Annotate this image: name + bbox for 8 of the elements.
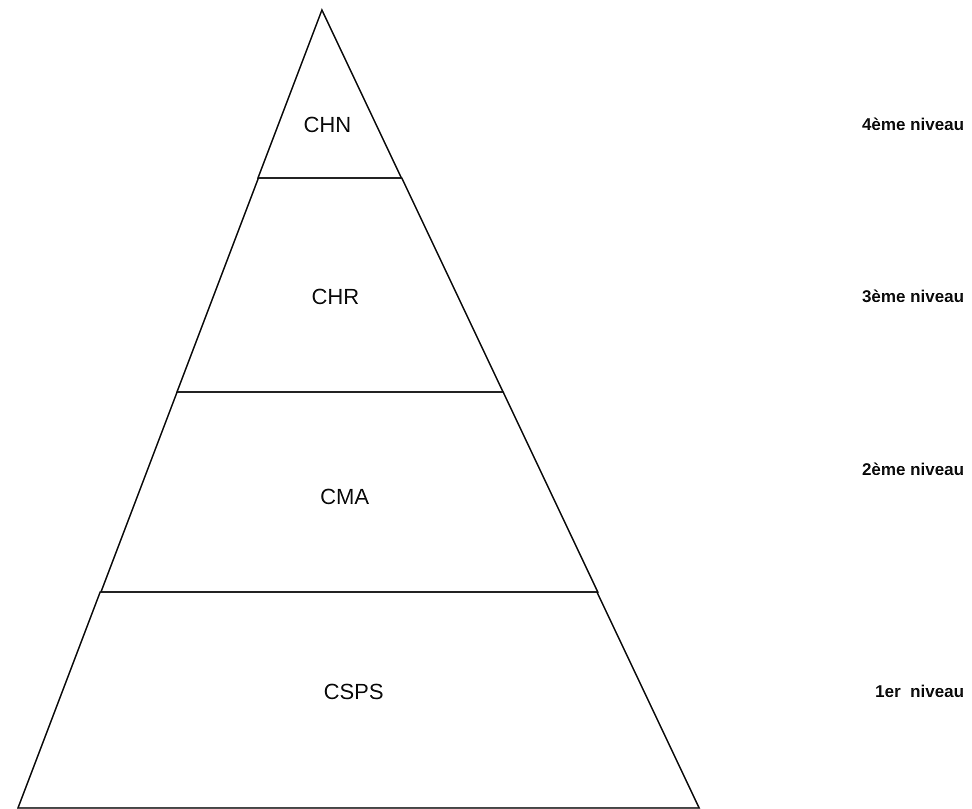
level-label: 2ème niveau (862, 460, 964, 480)
level-label: 1er niveau (875, 682, 964, 702)
tier-label: CHN (303, 112, 352, 138)
tier-label: CSPS (324, 679, 384, 705)
level-label: 4ème niveau (862, 115, 964, 135)
tier-label: CHR (311, 284, 360, 310)
tier-label: CMA (320, 484, 369, 510)
level-label: 3ème niveau (862, 287, 964, 307)
